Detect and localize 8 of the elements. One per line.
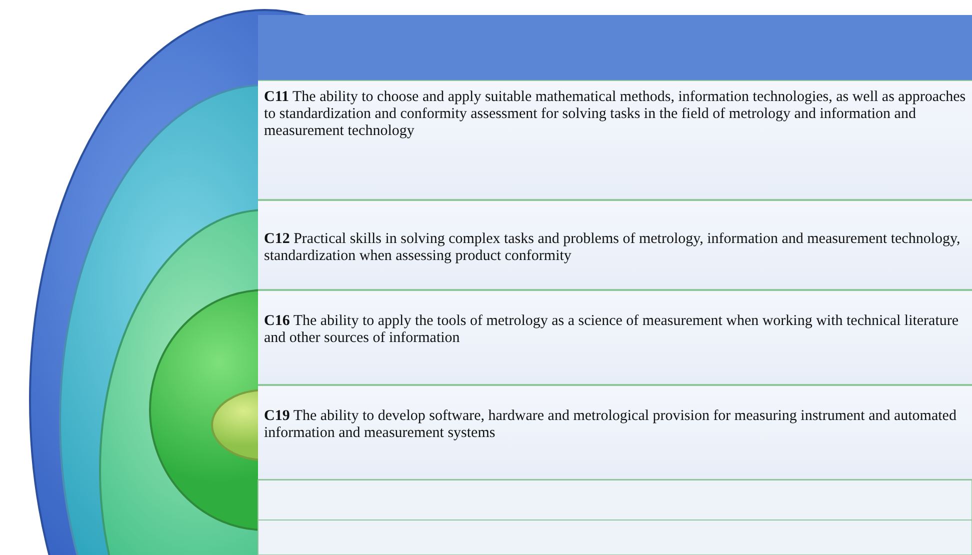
competency-band	[258, 80, 972, 200]
competency-text: C12 Practical skills in solving complex tasks and problems of metrology, information and measurement technology, standardization when assessing product conformity	[264, 231, 962, 265]
competency-text: C11 The ability to choose and apply suitable mathematical methods, information technologies, as well as approaches to standardization and conformity assessment for solving tasks in the field of metrology and information and measurement technology	[264, 89, 967, 140]
competency-text: C19 The ability to develop software, hardware and metrological provision for measuring instrument and automated information and measurement systems	[264, 408, 958, 442]
competency-band	[258, 200, 972, 290]
competency-band	[258, 290, 972, 385]
competency-band	[258, 385, 972, 480]
competency-text: C16 The ability to apply the tools of metrology as a science of measurement when working with technical literature and other sources of information	[264, 313, 960, 347]
